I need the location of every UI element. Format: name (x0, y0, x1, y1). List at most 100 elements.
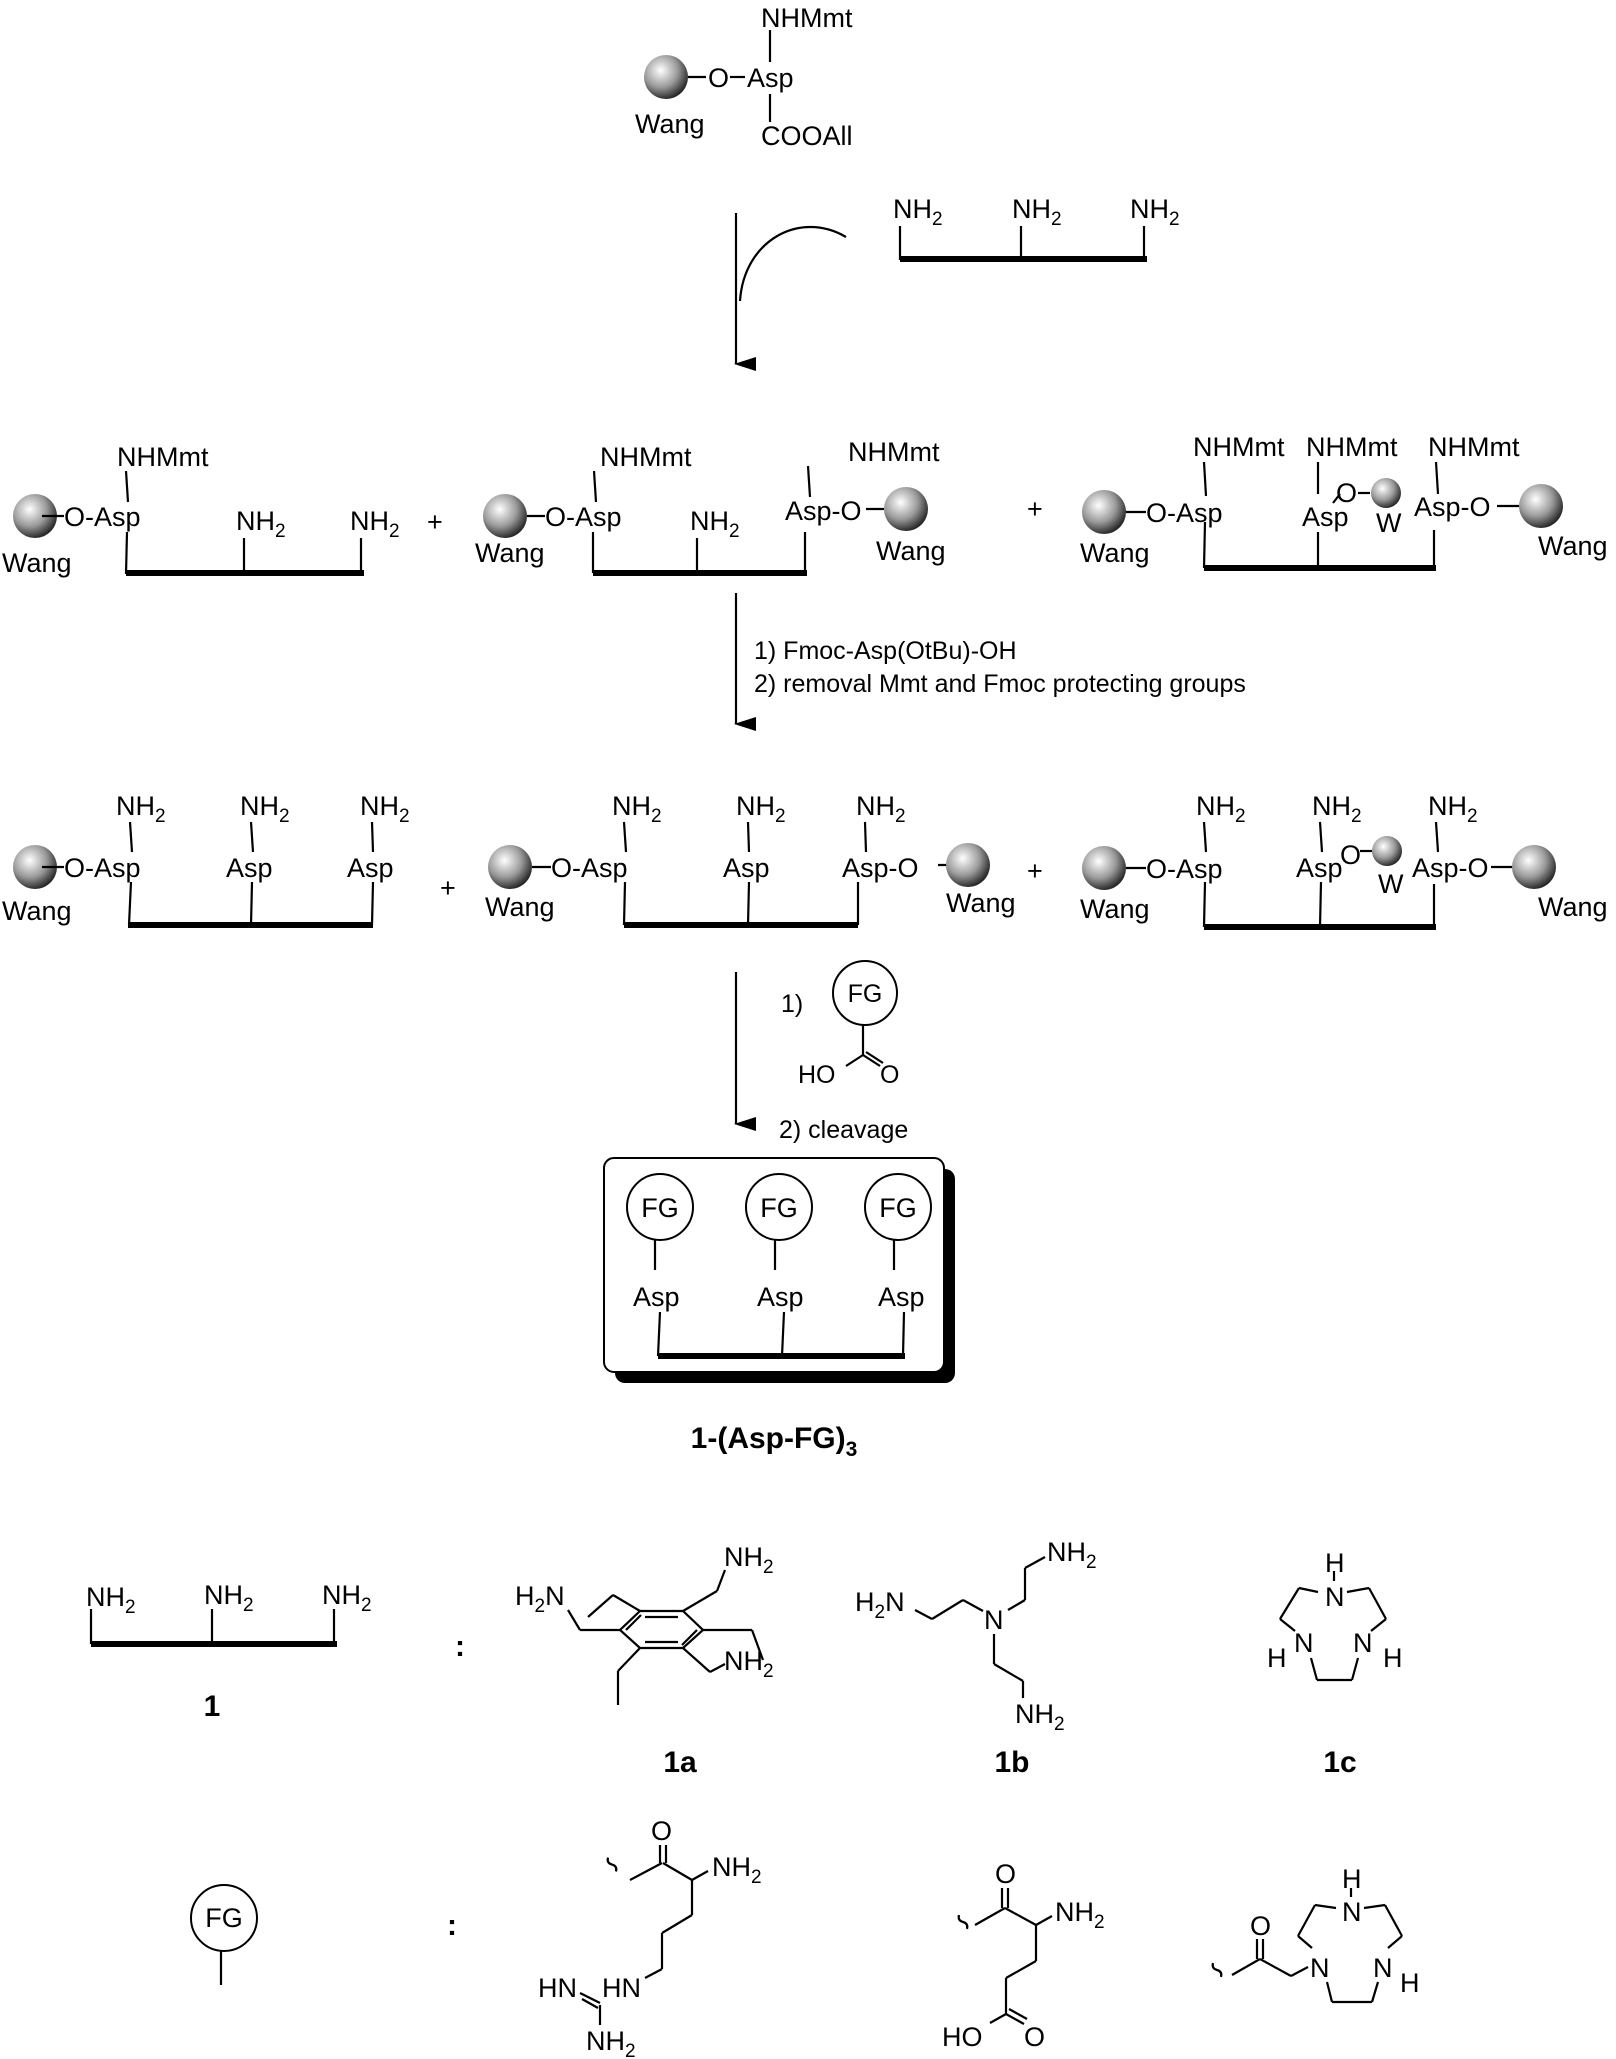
wang-label: Wang (635, 109, 705, 139)
wang-label: Wang (2, 548, 72, 578)
svg-text:Asp: Asp (757, 1282, 804, 1312)
o-asp-label: O-Asp (1146, 498, 1223, 528)
asp-o-label: Asp-O (842, 853, 919, 883)
compound-label-1c: 1c (1323, 1746, 1356, 1779)
svg-text:Asp: Asp (347, 853, 394, 883)
svg-text:H: H (1400, 1968, 1420, 1998)
intermediate-mono-loaded: O-Asp Wang NHMmt NH2 NH2 (2, 442, 400, 578)
starting-material-wang-asp: O Asp NHMmt COOAll Wang (635, 3, 853, 151)
svg-text:N: N (1373, 1953, 1393, 1983)
wang-label: Wang (876, 536, 946, 566)
svg-text:H: H (1383, 1643, 1403, 1673)
svg-text:NH2: NH2 (724, 1646, 774, 1682)
svg-text:NH2: NH2 (116, 791, 166, 827)
svg-text:FG: FG (760, 1193, 798, 1223)
o-label: O (1340, 840, 1361, 870)
svg-text:N: N (1325, 1582, 1345, 1612)
svg-text:N: N (1353, 1628, 1373, 1658)
svg-text:NH2: NH2 (350, 506, 400, 542)
wang-label: Wang (1538, 892, 1608, 922)
asp-branch: NH2 Asp (347, 791, 410, 926)
o-label: O (708, 63, 729, 93)
fg-asp-branch: FG Asp (626, 1173, 694, 1357)
triamine-scaffold-reagent: NH2 NH2 NH2 (893, 194, 1180, 262)
wang-resin-bead-icon (13, 845, 57, 889)
product-label: 1-(Asp-FG)3 (691, 1422, 858, 1461)
wang-resin-bead-icon (1082, 846, 1126, 890)
svg-text:Asp: Asp (723, 853, 770, 883)
svg-text:NH2: NH2 (736, 791, 786, 827)
nhmmt-label: NHMmt (600, 442, 692, 472)
step3-label-2: 2) cleavage (779, 1116, 908, 1144)
wang-resin-bead-icon (1519, 484, 1563, 528)
asp-branch: NH2 Asp (226, 791, 290, 926)
curved-arrow-icon (738, 226, 847, 302)
svg-text:N: N (1310, 1953, 1330, 1983)
wang-label: Wang (485, 892, 555, 922)
step2-reagent-2: 2) removal Mmt and Fmoc protecting group… (754, 670, 1246, 698)
fg-circle-icon (626, 1173, 694, 1241)
svg-text:NH2: NH2 (586, 2026, 636, 2059)
svg-text:NH2: NH2 (856, 791, 906, 827)
asp-branch: NH2 (116, 791, 166, 926)
svg-text:H: H (1325, 1548, 1345, 1578)
nhmmt-label: NHMmt (761, 3, 853, 33)
svg-text:NH2: NH2 (712, 1852, 762, 1888)
svg-text:FG: FG (879, 1193, 917, 1223)
wang-resin-bead-icon (488, 845, 532, 889)
compound-1b-structure: H2N N NH2 NH2 1b (855, 1537, 1097, 1779)
svg-text:Asp: Asp (633, 1282, 680, 1312)
svg-text:NH2: NH2 (1012, 194, 1062, 230)
svg-text:NH2: NH2 (1130, 194, 1180, 230)
svg-text:NH2: NH2 (240, 791, 290, 827)
fg-tacn-acetyl-structure: O N H N N H (1211, 1864, 1420, 2004)
svg-text:H2N: H2N (855, 1587, 905, 1623)
intermediate-asp-tri: O-Asp Wang NH2 NH2 Asp O W NH2 Asp-O Wan… (1080, 791, 1608, 930)
svg-text:N: N (1342, 1897, 1362, 1927)
svg-text:NH2: NH2 (360, 791, 410, 827)
svg-text:HO: HO (942, 2022, 983, 2052)
resin-bead-small-icon (1372, 836, 1402, 866)
colon-separator: : (455, 1630, 465, 1663)
svg-text:N: N (984, 1605, 1004, 1635)
svg-text:NH2: NH2 (724, 1542, 774, 1578)
plus-sign: + (427, 507, 443, 537)
intermediate-asp-mono: O-Asp Wang NH2 NH2 Asp NH2 Asp (2, 791, 410, 928)
nh2-label: NH (893, 194, 932, 224)
plus-sign: + (440, 873, 456, 903)
wang-label: Wang (1080, 538, 1150, 568)
intermediate-tri-loaded: O-Asp Wang NHMmt NHMmt Asp O W NHMmt Asp… (1080, 432, 1608, 571)
fg-carboxylic-acid-reagent: FG HO O (798, 960, 899, 1089)
wang-label: Wang (946, 888, 1016, 918)
step2-reagent-1: 1) Fmoc-Asp(OtBu)-OH (754, 637, 1017, 665)
asp-o-label: Asp-O (785, 496, 862, 526)
o-label: O (1336, 478, 1357, 508)
svg-text:NH2: NH2 (690, 506, 740, 542)
svg-text:HO: HO (798, 1061, 836, 1089)
svg-text:O: O (880, 1061, 899, 1089)
compound-label-1: 1 (204, 1690, 221, 1723)
fg-arginine-structure: O NH2 HN HN NH2 (538, 1816, 762, 2059)
svg-text:FG: FG (205, 1903, 243, 1933)
svg-text:O: O (1024, 2022, 1045, 2052)
plus-sign: + (1027, 494, 1043, 524)
svg-text:O: O (995, 1859, 1016, 1889)
svg-text:NH2: NH2 (1055, 1897, 1105, 1933)
o-asp-label: O-Asp (551, 853, 628, 883)
svg-text:NH2: NH2 (1015, 1699, 1065, 1735)
svg-text:H: H (1342, 1864, 1362, 1894)
svg-text:H2N: H2N (515, 1581, 565, 1617)
step3-label-1: 1) (781, 990, 803, 1018)
intermediate-asp-di: O-Asp Wang NH2 NH2 Asp NH2 Asp-O Wang (485, 791, 1016, 928)
resin-bead-small-icon (1371, 478, 1401, 508)
svg-text:N: N (1294, 1628, 1314, 1658)
compound-1-generic-scaffold: NH2 NH2 NH2 1 (86, 1580, 372, 1723)
svg-text:FG: FG (848, 980, 883, 1008)
colon-separator: : (447, 1909, 457, 1942)
compound-1c-structure: H N N N H H 1c (1267, 1548, 1403, 1779)
wang-resin-bead-icon (1082, 490, 1126, 534)
wang-resin-bead-icon (483, 494, 527, 538)
svg-text:FG: FG (641, 1193, 679, 1223)
o-asp-label: O-Asp (545, 502, 622, 532)
svg-text:NH2: NH2 (236, 506, 286, 542)
